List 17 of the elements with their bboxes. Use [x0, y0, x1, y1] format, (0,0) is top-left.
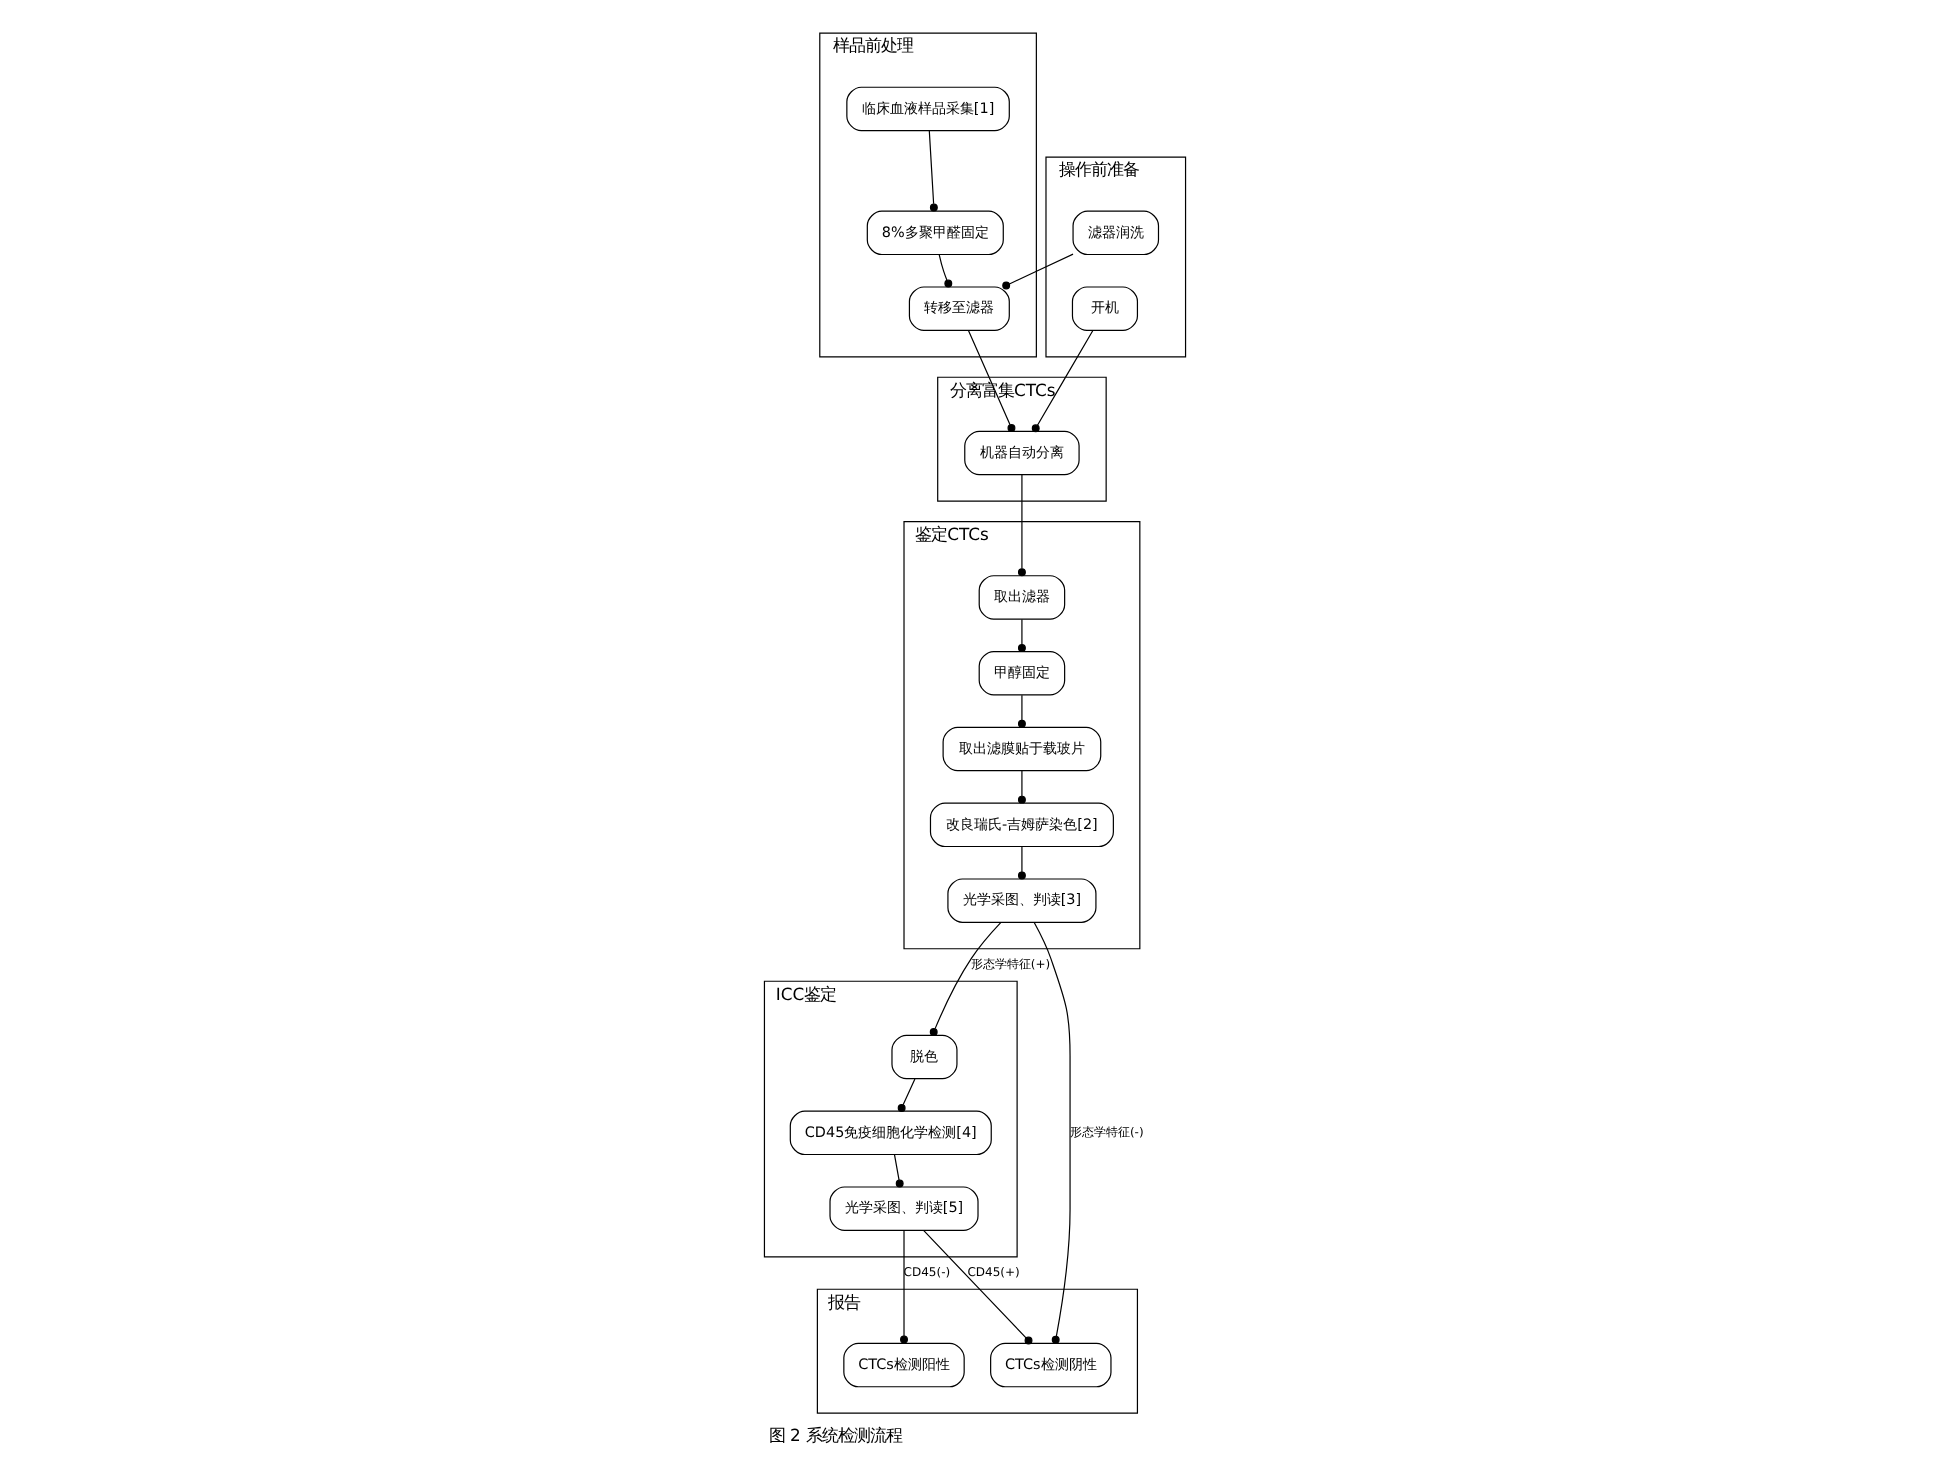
connector	[1016, 846, 1025, 880]
caption: 图 2 系统检测流程	[767, 1425, 902, 1446]
connector	[1016, 694, 1025, 728]
connector	[1001, 253, 1073, 290]
connector	[1030, 329, 1093, 433]
connector	[1032, 922, 1070, 1344]
connector	[899, 1230, 907, 1344]
connector	[922, 1230, 1032, 1345]
connector	[1016, 618, 1025, 652]
connector	[1016, 474, 1025, 577]
connector	[928, 922, 1001, 1037]
connector	[1016, 770, 1025, 804]
connector	[927, 130, 937, 212]
connector	[892, 1154, 903, 1188]
connector	[896, 1078, 915, 1112]
connector	[937, 254, 952, 288]
connector	[966, 329, 1015, 433]
